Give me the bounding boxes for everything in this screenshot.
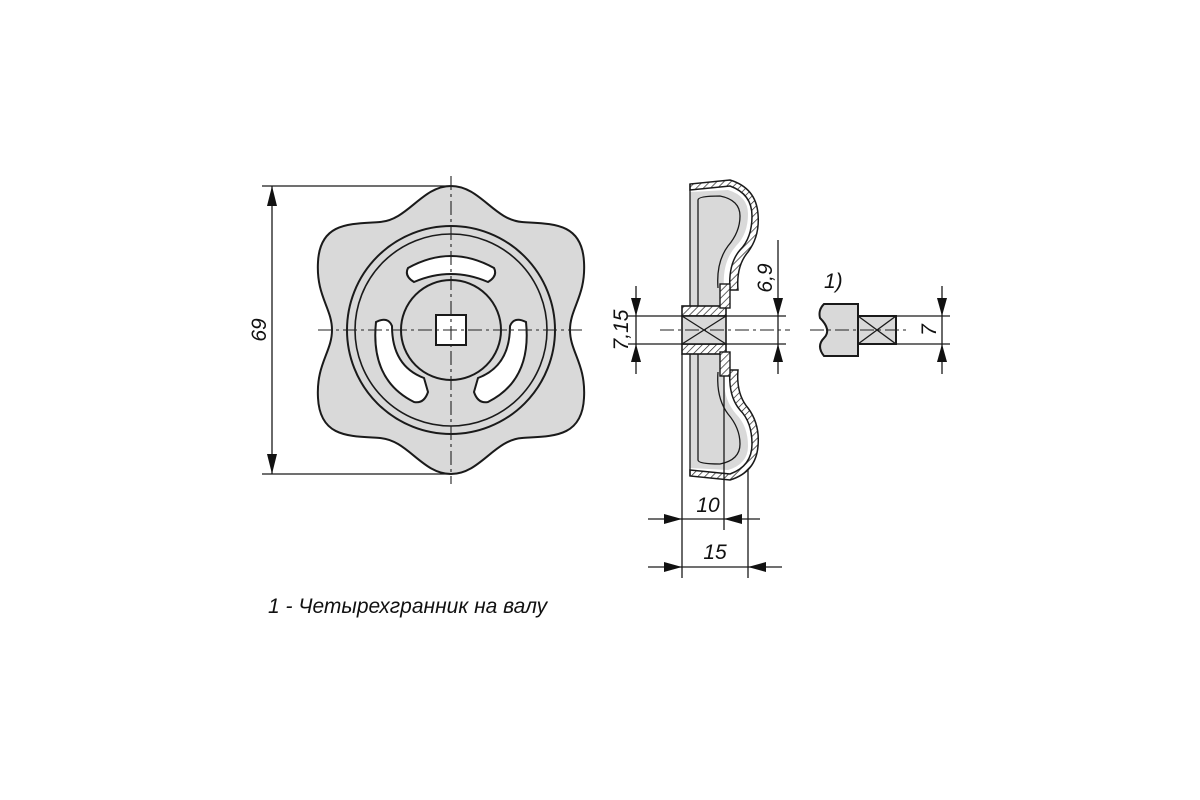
right-slot [472,318,528,404]
left-slot [374,318,430,404]
square-dimension: 7 [896,286,950,374]
shell-top-hatched [689,179,760,291]
callout-marker: 1) [824,270,843,293]
diameter-dimension: 69 [248,185,450,475]
dimension-7-15-label: 7,15 [610,309,633,350]
caption-text: 1 - Четырехгранник на валу [268,595,548,618]
hub-length-dimension: 10 [648,354,760,578]
dimension-15-label: 15 [703,541,727,564]
total-length-dimension: 15 [648,470,782,578]
side-body [690,190,748,470]
shaft-detail: 1) [810,270,910,357]
shaft-dimension: 6,9 [726,240,786,374]
dimension-69-label: 69 [248,318,271,342]
hub-flange-top [719,283,731,309]
dimension-6-9-label: 6,9 [754,263,777,293]
hub-flange-bottom [719,351,731,377]
side-section-view [660,179,790,481]
dimension-10-label: 10 [696,494,720,517]
inner-profile-bottom [697,371,741,465]
bore-dimension: 7,15 [610,286,684,374]
inner-profile-top [697,195,741,289]
shell-bottom-hatched [689,369,760,481]
dimension-7-label: 7 [918,323,941,336]
front-view [316,176,586,484]
